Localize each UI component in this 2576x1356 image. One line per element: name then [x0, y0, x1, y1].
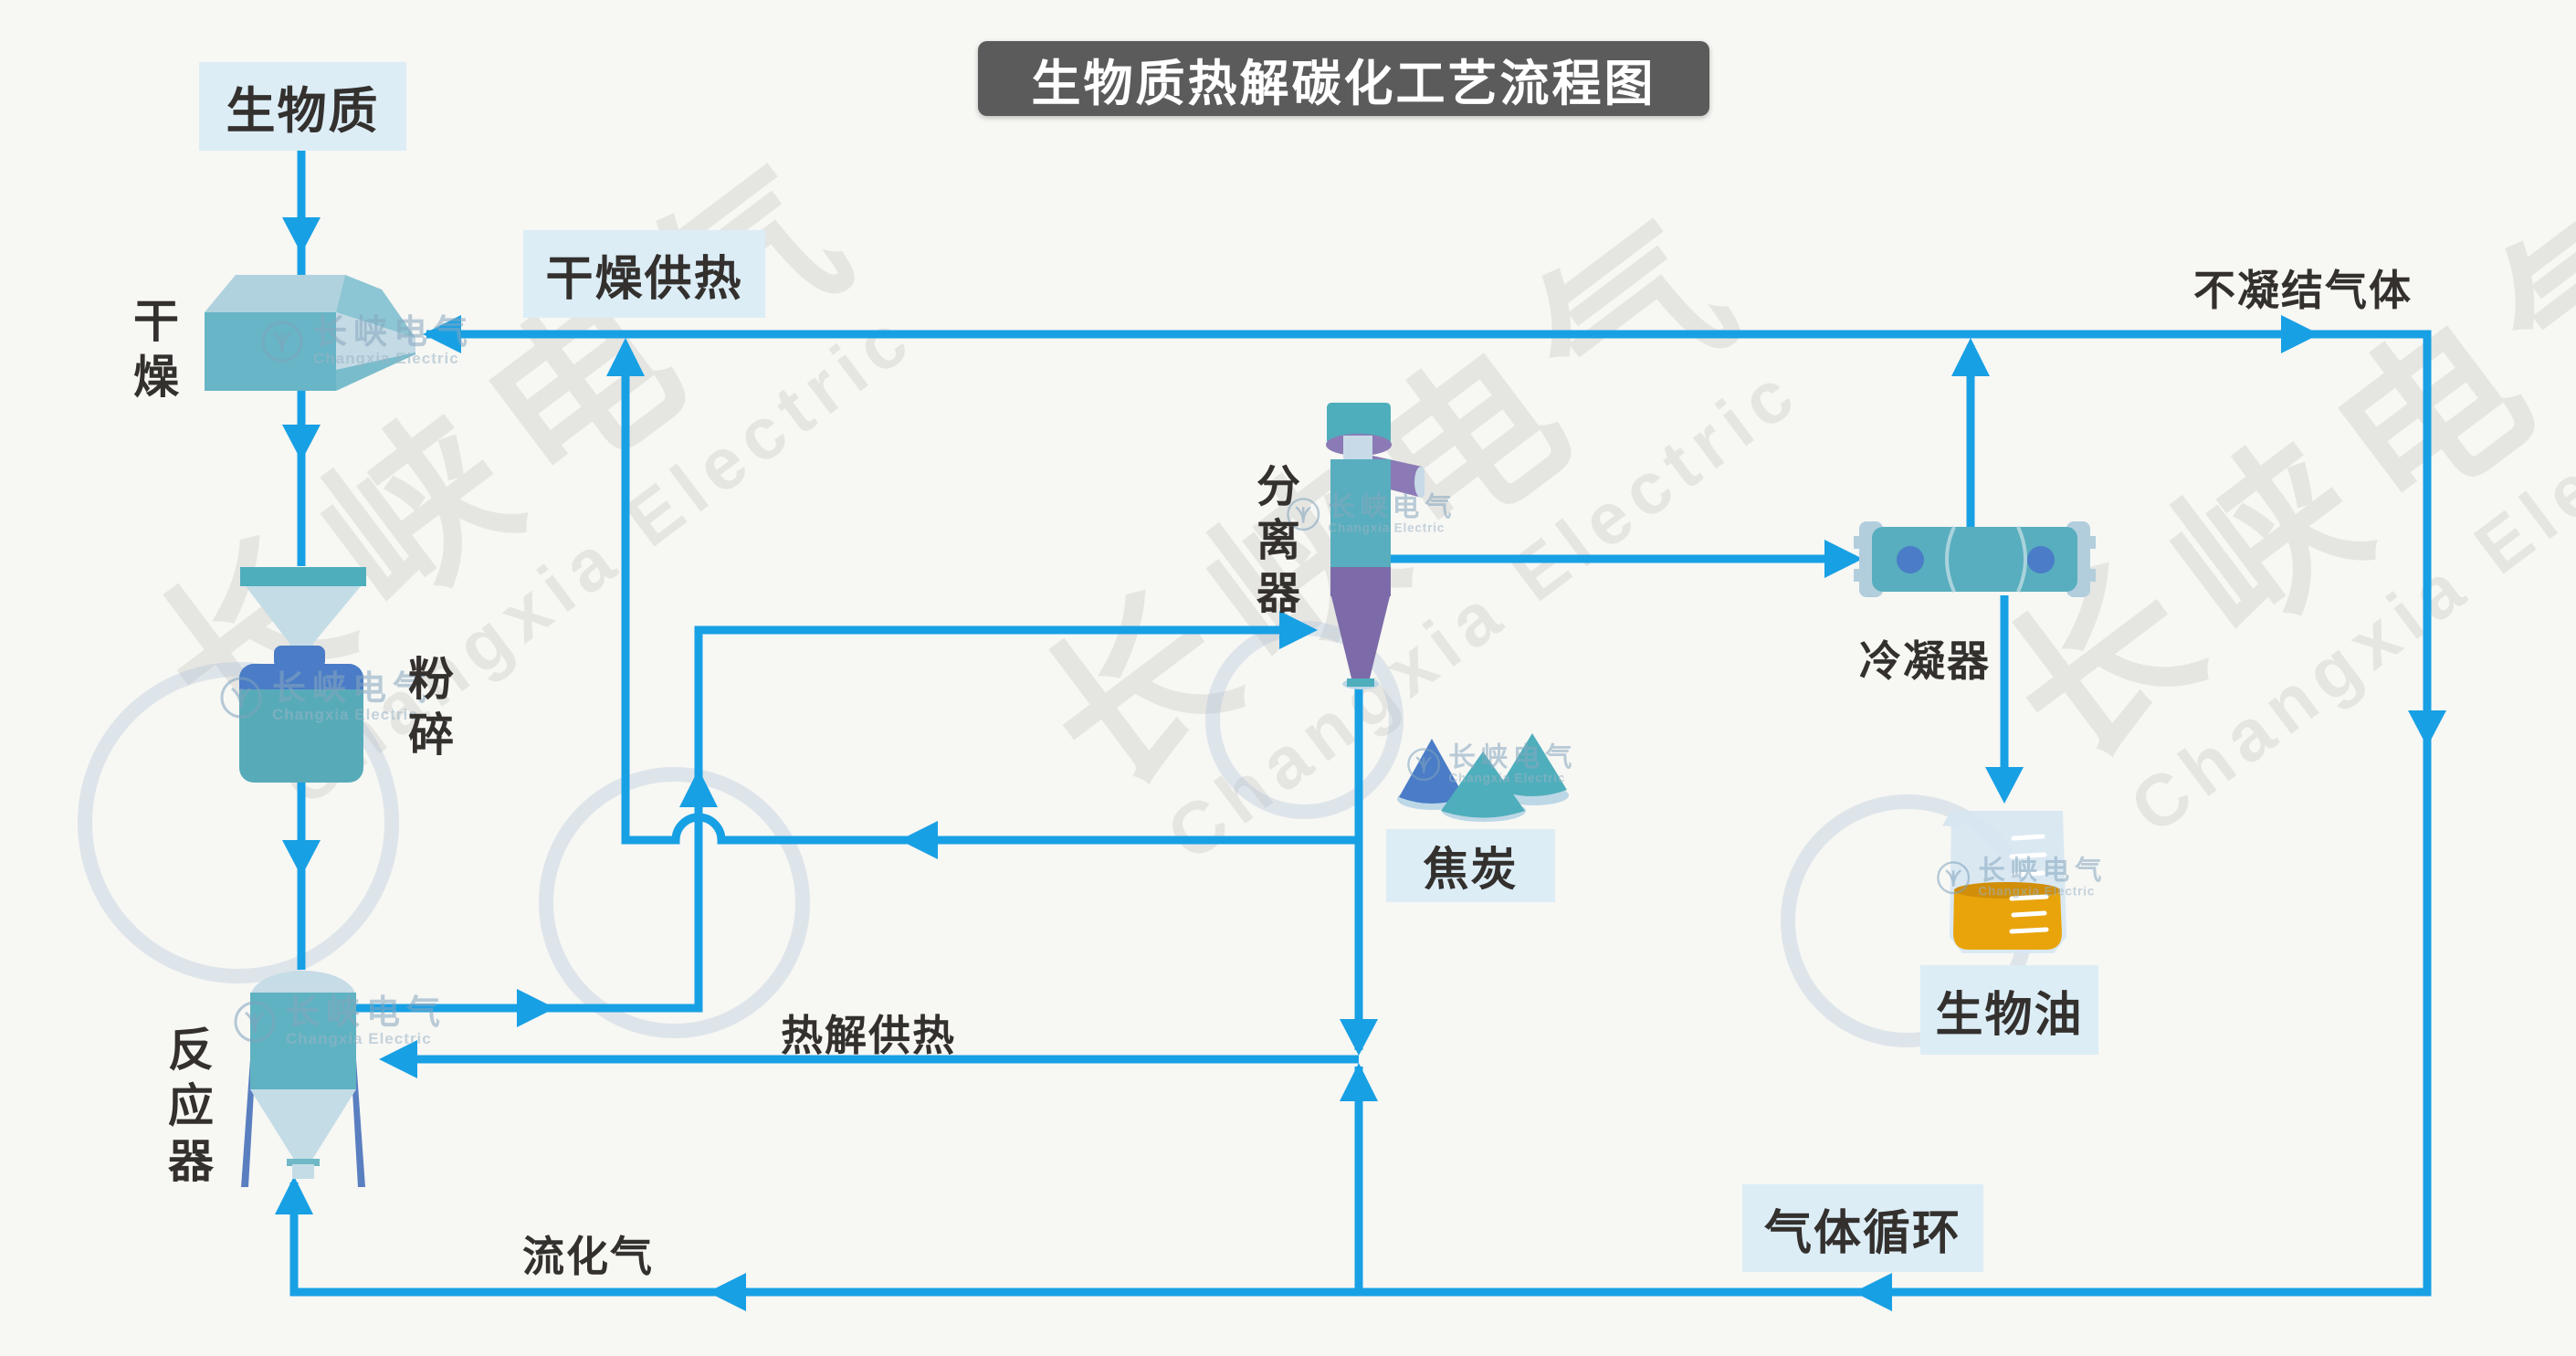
cyclone-separator-icon	[1301, 397, 1425, 694]
reactor-label: 反应器	[168, 1025, 214, 1187]
condenser-icon	[1854, 516, 2096, 603]
dryer-label: 干燥	[133, 296, 179, 403]
biomass-tag: 生物质	[199, 62, 406, 151]
char-tag: 焦炭	[1386, 829, 1555, 902]
pyrolysis-heat-label: 热解供热	[781, 1012, 956, 1059]
drying-heat-tag: 干燥供热	[523, 230, 765, 318]
gas-recycle-tag: 气体循环	[1742, 1184, 1983, 1272]
bio-oil-tag: 生物油	[1920, 965, 2098, 1055]
drying-heat-label: 干燥供热	[545, 252, 743, 306]
condenser-label: 冷凝器	[1859, 637, 1991, 685]
crusher-icon	[233, 562, 370, 785]
flow-arrowheads	[275, 217, 2446, 1311]
bio-oil-beaker-icon	[1929, 802, 2080, 966]
char-piles-icon	[1388, 726, 1571, 822]
separator-label: 分离器	[1256, 463, 1300, 619]
page-title: 生物质热解碳化工艺流程图	[978, 41, 1709, 116]
fluidizing-gas-label: 流化气	[522, 1233, 654, 1280]
bio-oil-label: 生物油	[1935, 988, 2084, 1042]
non-condensable-gas-label: 不凝结气体	[2193, 267, 2413, 314]
biomass-label: 生物质	[226, 84, 380, 139]
gas-recycle-label: 气体循环	[1763, 1206, 1961, 1260]
crusher-label: 粉碎	[408, 654, 454, 761]
char-label: 焦炭	[1423, 844, 1519, 895]
dryer-icon	[199, 269, 418, 397]
reactor-icon	[239, 963, 367, 1192]
